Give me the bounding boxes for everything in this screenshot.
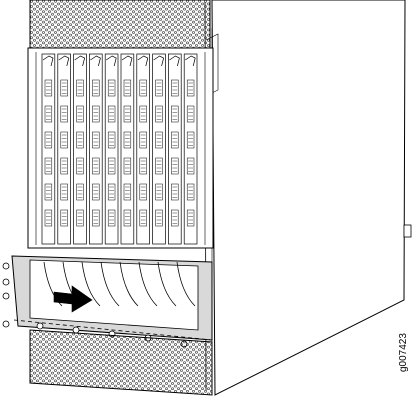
screw xyxy=(2,262,10,270)
line-card-slots xyxy=(41,53,198,245)
line-card xyxy=(183,53,198,245)
line-card xyxy=(120,53,135,245)
screw xyxy=(2,292,10,300)
bottom-vent-grille xyxy=(29,329,213,396)
line-card xyxy=(57,53,71,245)
cable-management-tray xyxy=(11,255,213,341)
line-card xyxy=(73,53,87,245)
cable-guide xyxy=(81,261,101,307)
screw xyxy=(36,322,44,330)
cable-guide xyxy=(43,261,63,307)
cable-guide xyxy=(157,261,177,307)
line-card xyxy=(41,53,56,245)
side-handle xyxy=(403,224,412,238)
cable-guide xyxy=(100,261,120,307)
line-card xyxy=(152,53,166,245)
line-card xyxy=(104,53,119,245)
insert-direction-arrow xyxy=(53,285,93,313)
top-vent-grille xyxy=(29,0,211,49)
line-card xyxy=(168,53,182,245)
chassis-side-panel xyxy=(211,0,406,396)
screw xyxy=(72,326,80,334)
line-card xyxy=(89,53,103,245)
cable-guide xyxy=(119,261,139,307)
cable-guide xyxy=(176,261,196,307)
screw xyxy=(2,278,10,286)
line-card xyxy=(136,53,150,245)
cable-guide xyxy=(138,261,158,307)
screw xyxy=(2,320,10,328)
